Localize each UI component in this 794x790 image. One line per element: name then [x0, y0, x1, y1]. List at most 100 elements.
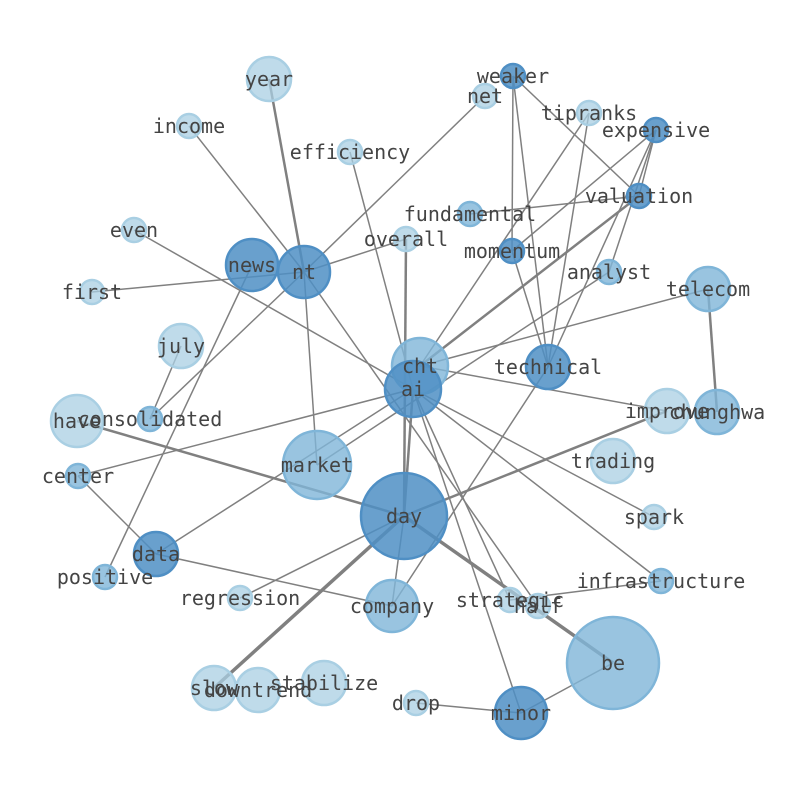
node-label-weaker: weaker: [477, 64, 549, 88]
node-overall: [392, 225, 420, 253]
edge-nt-consolidated: [149, 271, 305, 420]
node-half: [524, 592, 552, 620]
node-minor: [493, 685, 549, 741]
edge-year-nt: [267, 78, 306, 273]
node-downtrend: [234, 666, 282, 714]
edge-tipranks-cht: [419, 112, 590, 367]
edge-weaker-technical: [512, 75, 549, 368]
node-efficiency: [336, 138, 364, 166]
node-expensive: [642, 116, 670, 144]
node-fundamental: [456, 200, 484, 228]
node-label-year: year: [245, 67, 293, 91]
node-positive: [91, 563, 119, 591]
node-income: [175, 112, 203, 140]
edge-valuation-fundamental: [469, 195, 640, 215]
node-valuation: [625, 182, 653, 210]
node-improve: [643, 387, 691, 435]
node-first: [78, 278, 106, 306]
edge-ai-minor: [412, 388, 522, 714]
node-consolidated: [136, 405, 164, 433]
node-chunghwa: [693, 388, 741, 436]
node-label-income: income: [153, 114, 225, 138]
node-label-valuation: valuation: [585, 184, 693, 208]
edge-analyst-market: [316, 271, 610, 466]
node-label-even: even: [110, 218, 158, 242]
node-label-slow: slow: [190, 676, 239, 700]
node-label-strategic: strategic: [456, 588, 564, 612]
edge-nt-net: [303, 95, 486, 273]
node-net: [471, 82, 499, 110]
node-data: [132, 530, 180, 578]
node-strategic: [496, 586, 524, 614]
node-label-efficiency: efficiency: [290, 140, 410, 164]
edge-technical-company: [391, 366, 549, 607]
node-label-cht: cht: [402, 354, 438, 378]
node-label-center: center: [42, 464, 114, 488]
node-center: [64, 462, 92, 490]
node-label-july: july: [157, 334, 205, 358]
node-label-market: market: [281, 453, 353, 477]
edge-ai-spark: [412, 388, 655, 518]
node-label-consolidated: consolidated: [78, 407, 223, 431]
node-momentum: [498, 237, 526, 265]
node-nt: [276, 244, 332, 300]
node-label-spark: spark: [624, 505, 684, 529]
node-label-net: net: [467, 84, 503, 108]
edge-ai-infrastructure: [412, 388, 662, 582]
node-label-momentum: momentum: [464, 239, 560, 263]
node-tipranks: [575, 99, 603, 127]
edge-expensive-momentum: [511, 129, 657, 252]
node-july: [157, 322, 205, 370]
edge-income-nt: [188, 125, 305, 273]
node-trading: [589, 437, 637, 485]
node-market: [281, 429, 353, 501]
node-label-news: news: [228, 253, 276, 277]
node-label-positive: positive: [57, 565, 153, 589]
edge-tipranks-technical: [547, 112, 590, 368]
edge-news-positive: [104, 264, 253, 578]
node-label-have: have: [53, 409, 101, 433]
node-day: [359, 471, 449, 561]
node-label-trading: trading: [571, 449, 655, 473]
node-label-regression: regression: [180, 586, 300, 610]
node-label-analyst: analyst: [567, 260, 651, 284]
node-regression: [226, 584, 254, 612]
node-be: [565, 615, 661, 711]
node-even: [120, 216, 148, 244]
edge-weaker-valuation: [512, 75, 640, 197]
node-label-first: first: [62, 280, 122, 304]
node-label-improve: improve: [625, 399, 709, 423]
node-label-nt: nt: [292, 260, 316, 284]
node-label-half: half: [514, 594, 562, 618]
edge-even-ai: [133, 229, 414, 390]
node-layer: [49, 55, 741, 741]
node-label-data: data: [132, 542, 180, 566]
edge-have-day: [76, 419, 405, 518]
node-drop: [402, 689, 430, 717]
node-analyst: [595, 258, 623, 286]
node-label-day: day: [386, 504, 422, 528]
edge-nt-half: [303, 271, 539, 607]
node-label-technical: technical: [494, 355, 602, 379]
node-label-telecom: telecom: [666, 277, 750, 301]
node-label-drop: drop: [392, 691, 440, 715]
node-label-overall: overall: [364, 227, 448, 251]
node-label-stabilize: stabilize: [270, 671, 378, 695]
node-telecom: [684, 265, 732, 313]
edge-data-company: [155, 553, 393, 607]
node-ai: [383, 359, 443, 419]
edge-telecom-cht: [419, 288, 709, 367]
node-infrastructure: [647, 567, 675, 595]
edge-ai-strategic: [412, 388, 511, 601]
node-label-be: be: [601, 651, 625, 675]
edge-day-improve: [403, 409, 668, 518]
node-label-ai: ai: [401, 377, 425, 401]
node-label-company: company: [350, 594, 434, 618]
node-label-chunghwa: chunghwa: [669, 400, 765, 424]
node-label-minor: minor: [491, 701, 551, 725]
node-weaker: [499, 62, 527, 90]
node-label-tipranks: tipranks: [541, 101, 637, 125]
edge-valuation-cht: [419, 195, 640, 367]
